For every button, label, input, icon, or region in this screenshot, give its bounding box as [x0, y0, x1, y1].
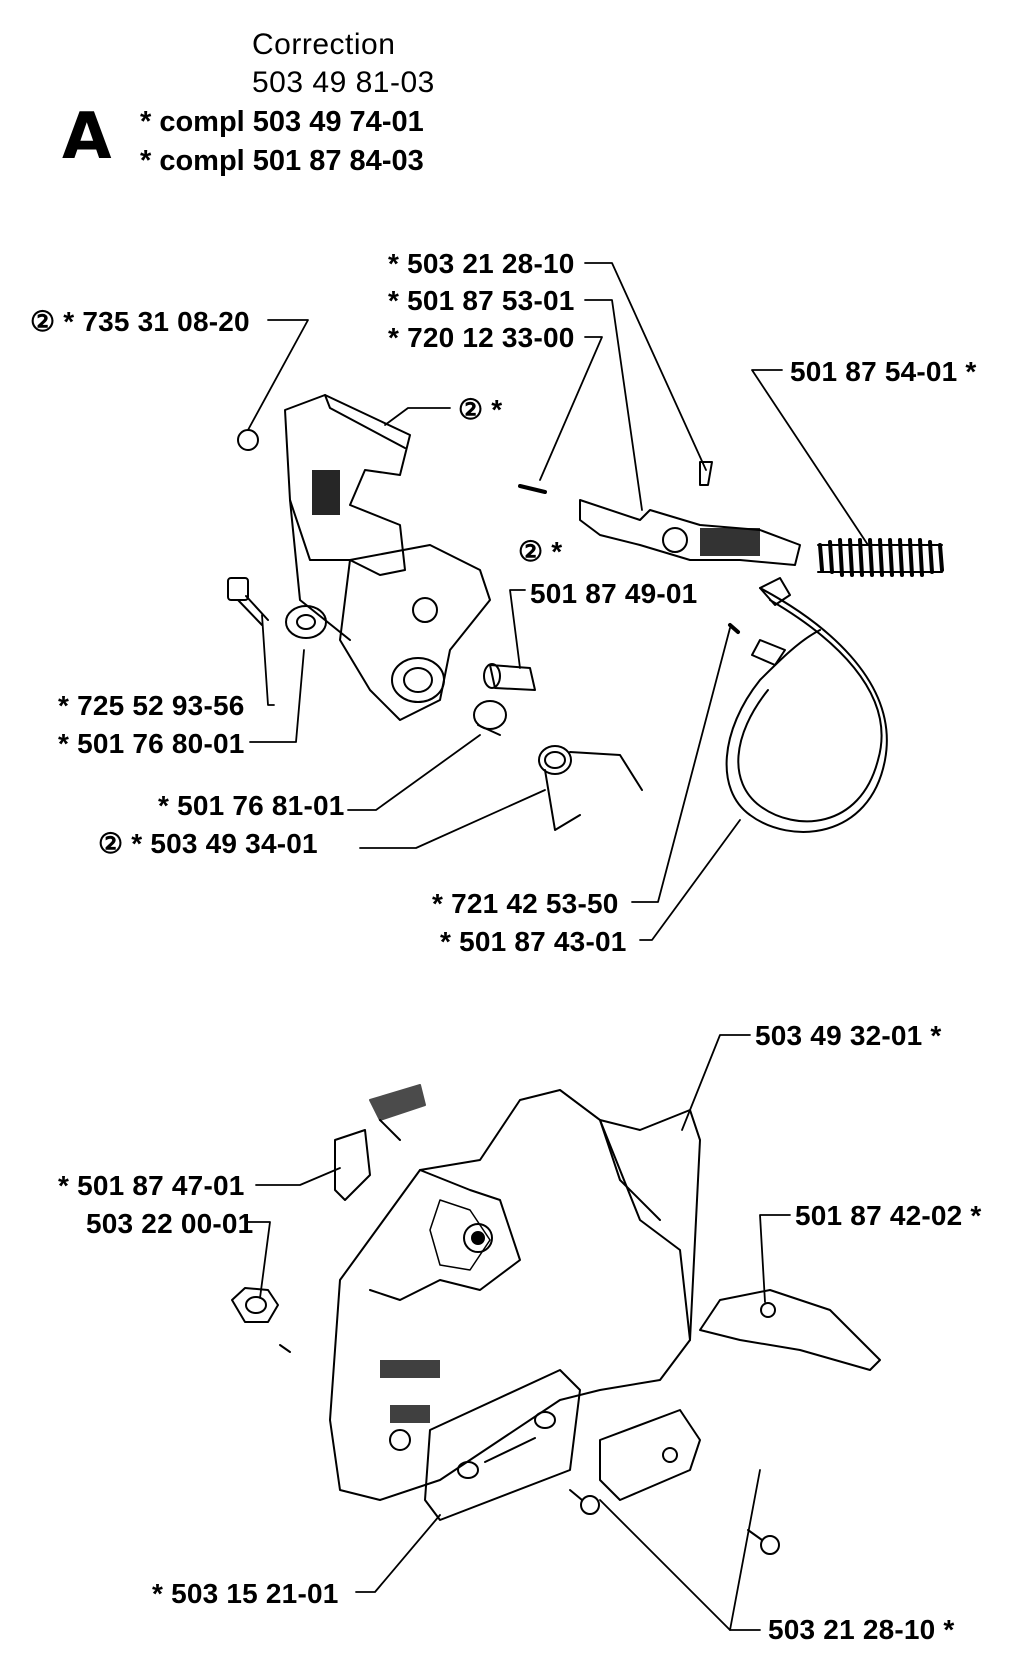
flange-nut-icon: [231, 1287, 291, 1353]
bar-plate-icon: [424, 1369, 581, 1521]
label-brake-marker: ② *: [518, 536, 563, 567]
label-cover-marker: ② *: [458, 394, 503, 425]
correction-title: Correction: [252, 28, 396, 61]
sleeve-icon: [473, 700, 507, 736]
brake-bracket: [339, 544, 491, 721]
chain-guide-icon: [334, 1084, 426, 1201]
pin-icon: [728, 623, 740, 634]
compl-line-1: * compl 503 49 74-01: [140, 106, 424, 138]
section-letter: A: [62, 100, 112, 174]
pivot-pin-icon: [483, 663, 536, 691]
label-503-15-21-01: * 503 15 21-01: [152, 1578, 339, 1609]
torsion-spring-icon: [538, 745, 643, 831]
label-501-76-80-01: * 501 76 80-01: [58, 728, 245, 759]
label-503-49-34-01: ② * 503 49 34-01: [98, 828, 318, 859]
hand-guard: [284, 394, 411, 641]
screw-icon: [227, 577, 269, 626]
label-721-42-53-50: * 721 42 53-50: [432, 888, 619, 919]
label-501-76-81-01: * 501 76 81-01: [158, 790, 345, 821]
label-501-87-47-01: * 501 87 47-01: [58, 1170, 245, 1201]
label-501-87-53-01: * 501 87 53-01: [388, 285, 575, 316]
brake-band-icon: [725, 577, 888, 833]
label-501-87-43-01: * 501 87 43-01: [440, 926, 627, 957]
label-720-12-33-00: * 720 12 33-00: [388, 322, 575, 353]
label-503-49-32-01: 503 49 32-01 *: [755, 1020, 942, 1051]
washer-icon: [285, 605, 327, 639]
clip-icon: [237, 429, 259, 451]
correction-number: 503 49 81-03: [252, 66, 435, 99]
label-503-21-28-10-bottom: 503 21 28-10 *: [768, 1614, 955, 1645]
brake-lever: [518, 461, 801, 566]
label-725-52-93-56: * 725 52 93-56: [58, 690, 245, 721]
clutch-cover: [329, 1089, 701, 1501]
label-503-21-28-10-top: * 503 21 28-10: [388, 248, 575, 279]
compl-line-2: * compl 501 87 84-03: [140, 145, 424, 177]
leader-lines: [247, 262, 869, 1631]
label-501-87-49-01: 501 87 49-01: [530, 578, 698, 609]
label-501-87-42-02: 501 87 42-02 *: [795, 1200, 982, 1231]
label-735-31-08-20: ② * 735 31 08-20: [30, 306, 250, 337]
coil-spring-icon: [817, 538, 944, 577]
cover-bracket-icon: [599, 1289, 881, 1501]
label-501-87-54-01: 501 87 54-01 *: [790, 356, 977, 387]
label-503-22-00-01: 503 22 00-01: [86, 1208, 254, 1239]
cover-screw-icon: [569, 1489, 780, 1555]
